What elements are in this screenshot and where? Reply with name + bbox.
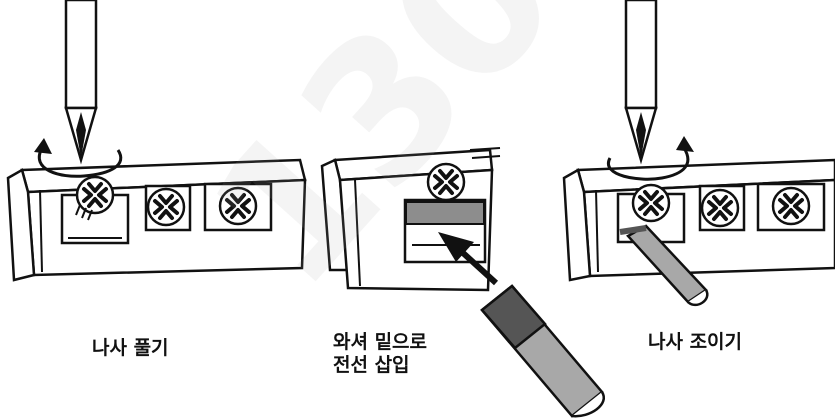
screw-head-icon <box>773 188 809 224</box>
caption-tighten-screw: 나사 조이기 <box>648 331 742 354</box>
screwdriver-icon <box>626 0 656 160</box>
screw-head-icon <box>220 188 256 224</box>
caption-line: 전선 삽입 <box>333 354 427 377</box>
caption-insert-wire: 와셔 밑으로 전선 삽입 <box>333 331 427 377</box>
panel-loosen <box>8 0 305 280</box>
wire-icon <box>482 286 604 416</box>
terminal-block-2 <box>322 148 500 290</box>
screwdriver-icon <box>66 0 96 160</box>
caption-line: 와셔 밑으로 <box>333 331 427 354</box>
caption-line: 나사 풀기 <box>92 337 169 360</box>
screw-head-icon <box>148 189 184 225</box>
screw-head-icon <box>77 177 113 213</box>
washer <box>406 202 484 224</box>
screw-head-icon <box>428 164 464 200</box>
panel-tighten <box>564 0 835 305</box>
screw-head-icon <box>702 190 738 226</box>
caption-loosen-screw: 나사 풀기 <box>92 337 169 360</box>
screw-head-icon <box>633 185 669 221</box>
caption-line: 나사 조이기 <box>648 331 742 354</box>
